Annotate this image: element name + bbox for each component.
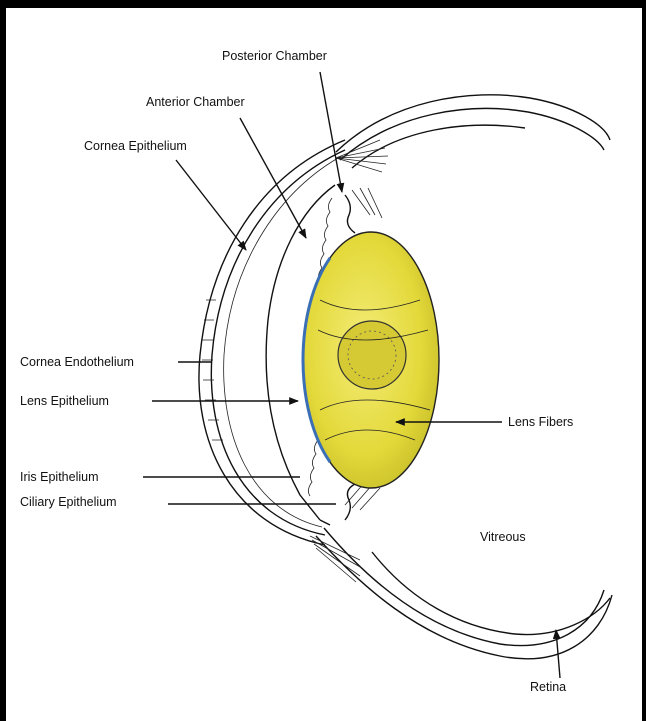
- label-anterior-chamber: Anterior Chamber: [146, 95, 245, 109]
- label-cornea-endothelium: Cornea Endothelium: [20, 355, 134, 369]
- label-lens-epithelium: Lens Epithelium: [20, 394, 109, 408]
- label-cornea-epithelium: Cornea Epithelium: [84, 139, 187, 153]
- label-posterior-chamber: Posterior Chamber: [222, 49, 327, 63]
- label-ciliary-epithelium: Ciliary Epithelium: [20, 495, 117, 509]
- label-iris-epithelium: Iris Epithelium: [20, 470, 99, 484]
- lens: [303, 232, 439, 488]
- label-retina: Retina: [530, 680, 566, 694]
- label-lens-fibers: Lens Fibers: [508, 415, 573, 429]
- label-vitreous: Vitreous: [480, 530, 526, 544]
